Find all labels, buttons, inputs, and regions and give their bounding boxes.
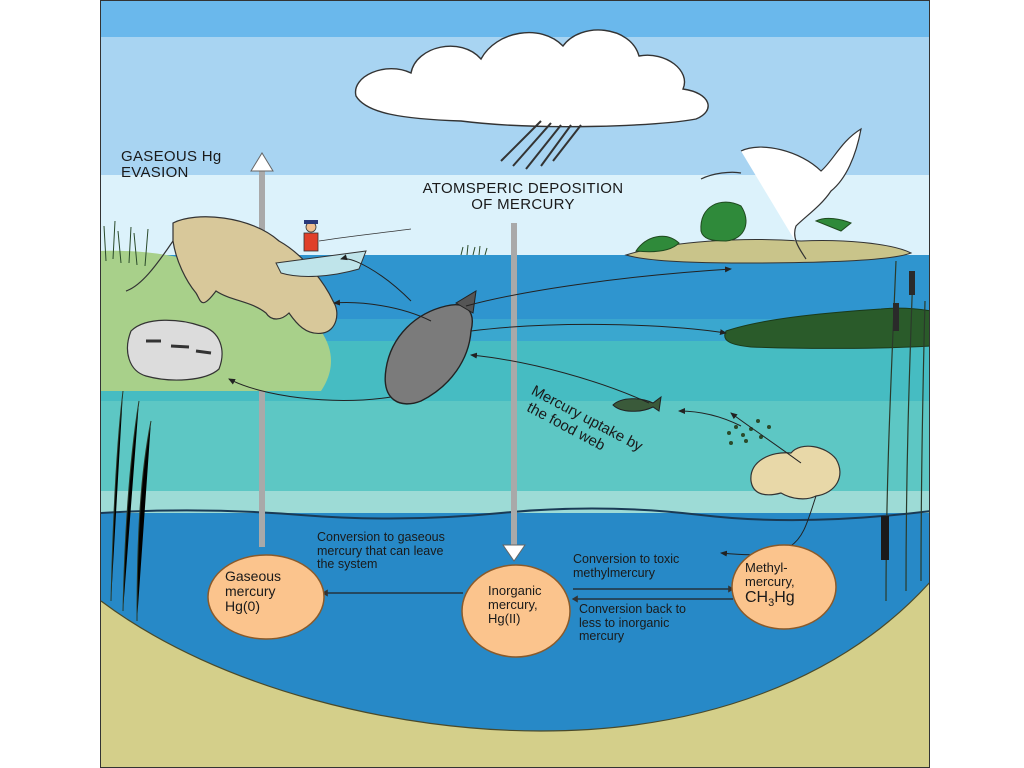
evasion-arrow — [250, 152, 274, 547]
conversion-back-label: Conversion back to less to inorganic mer… — [579, 602, 687, 643]
conversion-gaseous-label: Conversion to gaseous mercury that can l… — [317, 530, 445, 571]
inorganic-mercury-label: Inorganic mercury, Hg(II) — [488, 583, 542, 627]
alligator — [724, 307, 929, 349]
deposition-arrow — [502, 223, 526, 562]
heron — [700, 127, 862, 260]
raccoon — [126, 319, 223, 381]
node-gaseous-mercury — [207, 554, 325, 640]
node-methylmercury — [731, 544, 837, 630]
mercury-cycle-diagram: GASEOUS Hg EVASION ATOMSPERIC DEPOSITION… — [100, 0, 930, 768]
bass-fish — [384, 290, 477, 405]
sediment-water-line — [101, 507, 929, 522]
cattails-right — [881, 260, 926, 602]
conversion-methyl-label: Conversion to toxic methylmercury — [573, 552, 680, 580]
island — [624, 201, 913, 264]
plankton — [727, 419, 771, 445]
gaseous-mercury-label: Gaseous mercury Hg(0) — [225, 568, 282, 615]
methylmercury-formula: CH3Hg — [745, 589, 795, 610]
food-web-arrows — [228, 254, 817, 557]
cattails-left — [110, 390, 152, 622]
conversion-arrows — [321, 585, 735, 603]
sky-band-top — [101, 1, 929, 37]
gaseous-evasion-label: GASEOUS Hg EVASION — [121, 148, 222, 182]
atmospheric-deposition-label: ATOMSPERIC DEPOSITION OF MERCURY — [422, 180, 624, 214]
invertebrate — [750, 445, 841, 500]
diagram-scene — [101, 1, 929, 767]
distant-reeds — [460, 244, 488, 256]
sediment-bed — [101, 583, 929, 767]
cougar — [125, 216, 338, 335]
cloud — [354, 29, 709, 170]
node-inorganic-mercury — [461, 564, 571, 658]
methylmercury-label: Methyl- mercury, CH3Hg — [745, 560, 795, 610]
small-fish — [612, 395, 662, 412]
boat — [275, 220, 412, 277]
